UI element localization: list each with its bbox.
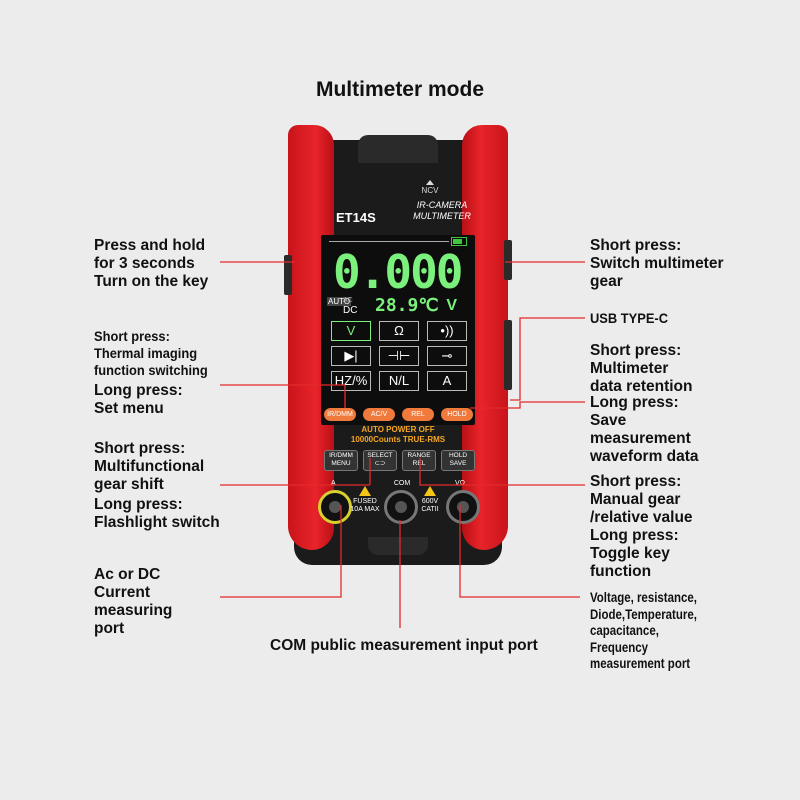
- gear-side-button[interactable]: [504, 240, 512, 280]
- mode-key-nl[interactable]: N/L: [379, 371, 419, 391]
- mode-key-hz[interactable]: HZ/%: [331, 371, 371, 391]
- callout-switch-gear: Short press: Switch multimeter gear: [590, 237, 724, 290]
- mode-key-v[interactable]: V: [331, 321, 371, 341]
- power-side-button[interactable]: [284, 255, 292, 295]
- cat-label: 600V CATII: [421, 498, 439, 513]
- ac-indicator: AC: [343, 297, 353, 304]
- ir-dmm-menu-button[interactable]: IR/DMM MENU: [324, 450, 358, 471]
- voltage-jack[interactable]: [446, 490, 480, 524]
- bottom-cap: [368, 537, 428, 555]
- jack-label-a: A: [331, 480, 336, 487]
- model-name: ET14S: [336, 210, 376, 225]
- mode-key-ohm[interactable]: Ω: [379, 321, 419, 341]
- callout-current-port: Ac or DC Current measuring port: [94, 566, 173, 637]
- current-jack[interactable]: [318, 490, 352, 524]
- callout-usb: USB TYPE-C: [590, 310, 669, 326]
- soft-key-row: IR/DMM AC/V REL HOLD: [321, 408, 475, 422]
- callout-voltage-port: Voltage, resistance, Diode,Temperature, …: [590, 590, 697, 671]
- auto-indicator: AUTO: [327, 297, 352, 306]
- mode-key-diode[interactable]: ▶|: [331, 346, 371, 366]
- top-cap: [358, 135, 438, 163]
- jack-label-v: VΩ: [455, 480, 465, 487]
- soft-key-ir-dmm[interactable]: IR/DMM: [324, 408, 356, 421]
- mode-key-temperature[interactable]: ⊸: [427, 346, 467, 366]
- battery-icon: [451, 237, 467, 246]
- unit-indicator: V: [446, 297, 457, 314]
- physical-button-row: IR/DMM MENU SELECT ⊂⊃ RANGE REL HOLD SAV…: [321, 450, 475, 471]
- callout-com-port: COM public measurement input port: [270, 637, 538, 654]
- callout-thermal: Short press: Thermal imaging function sw…: [94, 328, 208, 378]
- temperature-reading: 28.9℃: [375, 295, 439, 316]
- callout-hold-long: Long press: Save measurement waveform da…: [590, 394, 699, 465]
- auto-power-off-text: AUTO POWER OFF: [361, 425, 435, 434]
- leader-usb: [510, 317, 585, 401]
- callout-set-menu: Long press: Set menu: [94, 382, 183, 417]
- mode-key-capacitance[interactable]: ⊣⊢: [379, 346, 419, 366]
- page-title: Multimeter mode: [315, 78, 485, 101]
- input-jacks: A COM VΩ FUSED 10A MAX 600V CATII: [316, 480, 480, 530]
- flashlight-icon: ⊂⊃: [374, 460, 386, 467]
- dc-indicator: DC: [343, 305, 358, 316]
- bargraph-scale: [329, 241, 449, 246]
- range-rel-button[interactable]: RANGE REL: [402, 450, 436, 471]
- callout-range-long: Long press: Toggle key function: [590, 527, 679, 580]
- callout-range-short: Short press: Manual gear /relative value: [590, 473, 693, 526]
- ncv-indicator: NCV: [418, 180, 442, 195]
- callout-power-key: Press and hold for 3 seconds Turn on the…: [94, 237, 209, 290]
- select-flashlight-button[interactable]: SELECT ⊂⊃: [363, 450, 397, 471]
- warning-icon: [424, 486, 436, 496]
- mode-key-a[interactable]: A: [427, 371, 467, 391]
- callout-hold-short: Short press: Multimeter data retention: [590, 342, 693, 395]
- com-jack[interactable]: [384, 490, 418, 524]
- soft-key-hold[interactable]: HOLD: [441, 408, 473, 421]
- usb-c-port[interactable]: [504, 320, 512, 390]
- callout-gear-shift: Short press: Multifunctional gear shift: [94, 440, 205, 493]
- soft-key-rel[interactable]: REL: [402, 408, 434, 421]
- soft-key-ac-v[interactable]: AC/V: [363, 408, 395, 421]
- multimeter-device: NCV ET14S IR-CAMERA MULTIMETER 0.000 AUT…: [284, 125, 512, 565]
- hold-save-button[interactable]: HOLD SAVE: [441, 450, 475, 471]
- fused-label: FUSED 10A MAX: [350, 498, 380, 513]
- device-subtitle: IR-CAMERA MULTIMETER: [413, 200, 471, 221]
- callout-flashlight: Long press: Flashlight switch: [94, 496, 220, 531]
- warning-icon: [359, 486, 371, 496]
- ncv-arrow-icon: [426, 180, 434, 185]
- mode-key-continuity[interactable]: •)): [427, 321, 467, 341]
- main-reading: 0.000: [333, 245, 463, 299]
- counts-text: 10000Counts TRUE-RMS: [350, 435, 446, 444]
- jack-label-com: COM: [393, 480, 411, 487]
- lcd-screen: 0.000 AUTO AC DC 28.9℃ V V Ω •)) ▶| ⊣⊢ ⊸…: [321, 235, 475, 425]
